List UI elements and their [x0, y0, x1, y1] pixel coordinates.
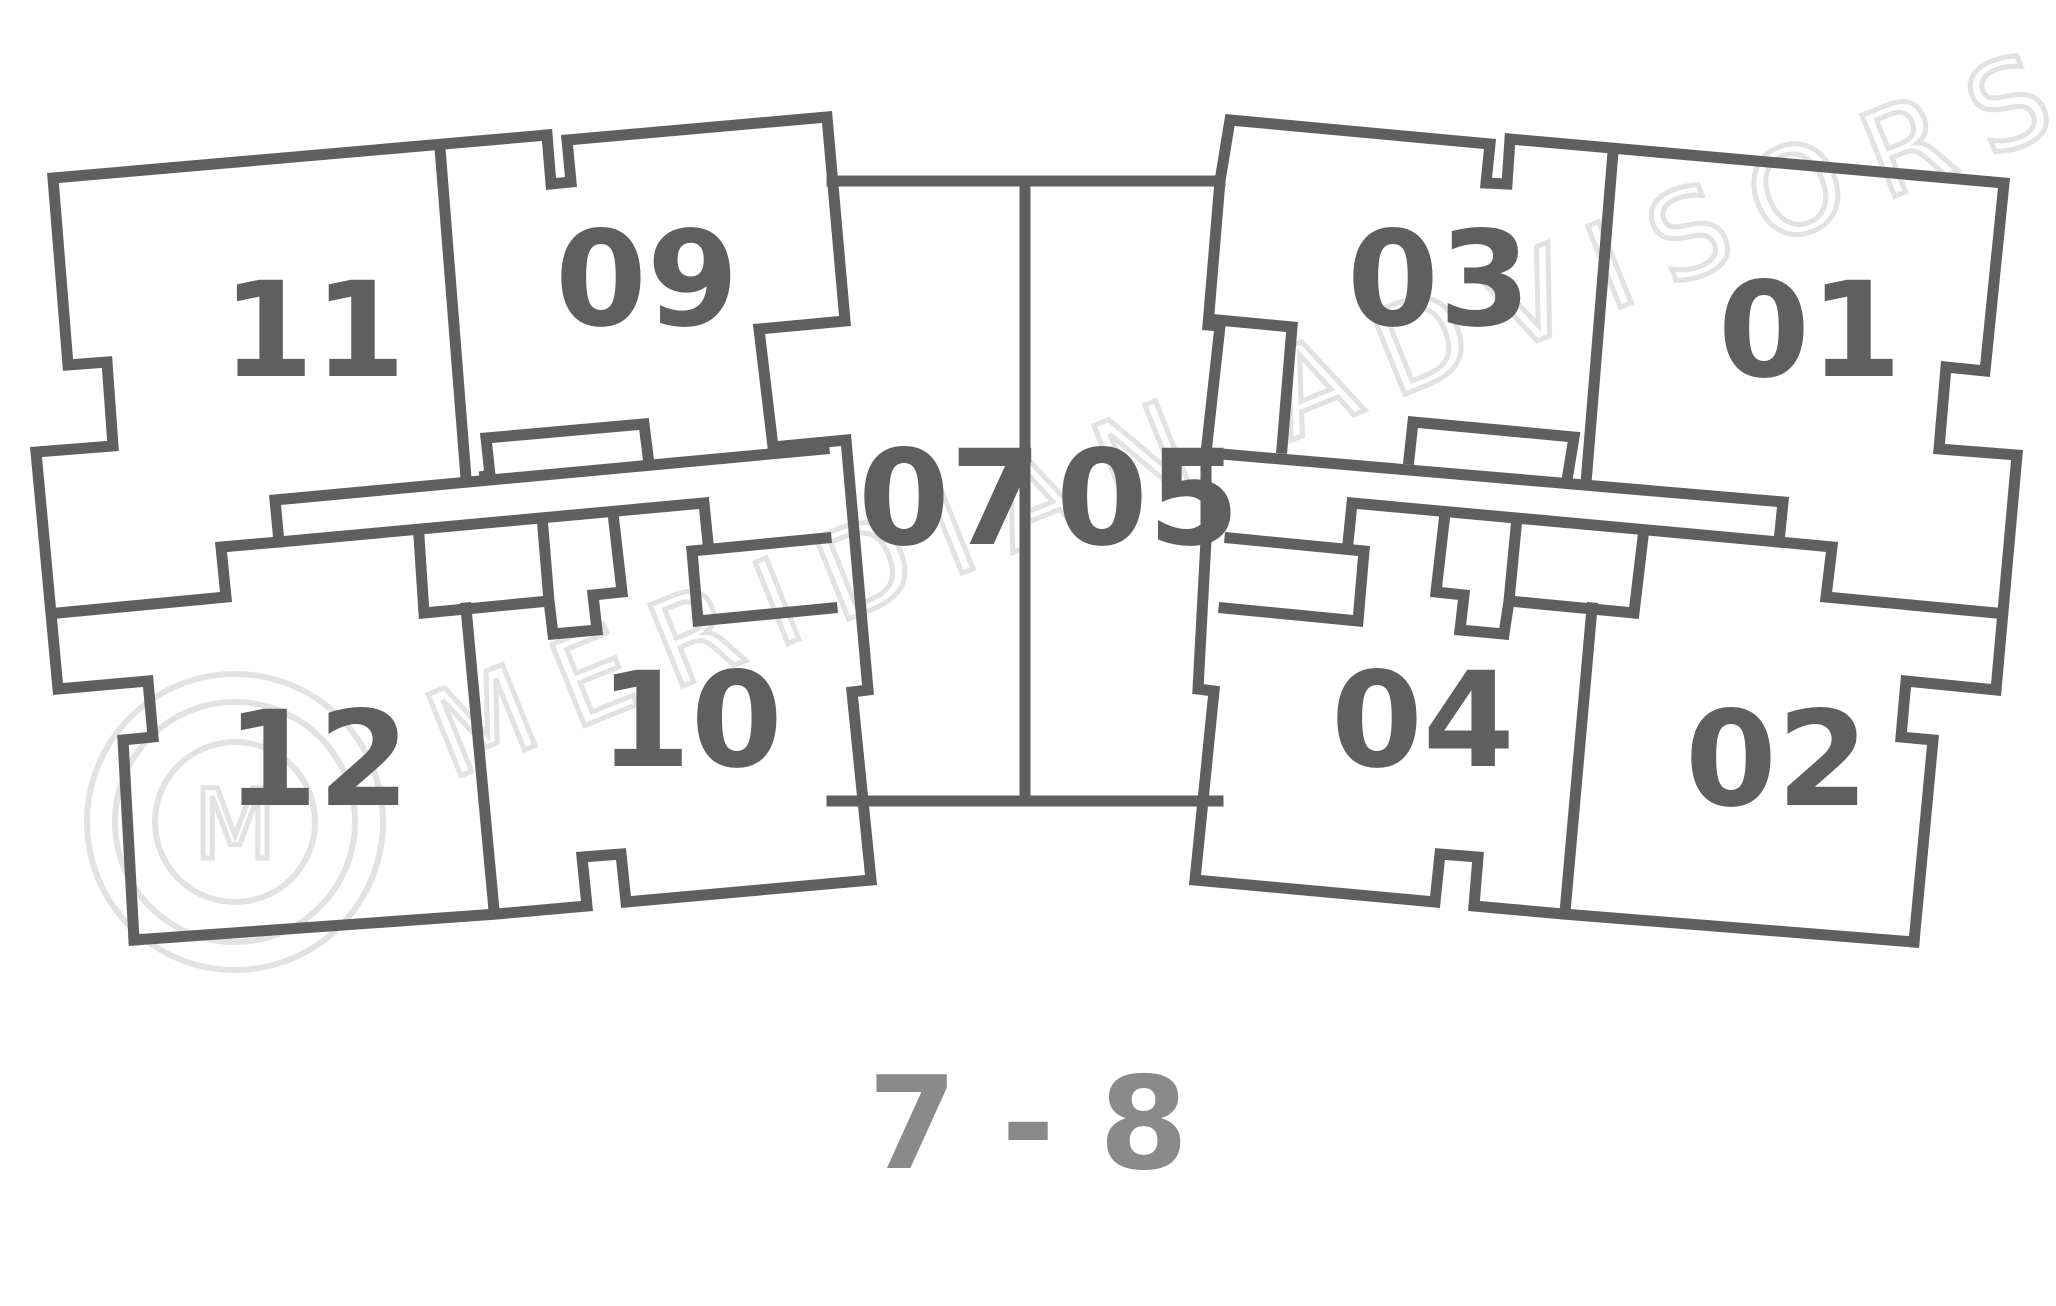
- unit-label-09: 09: [555, 203, 739, 357]
- unit-label-10: 10: [599, 644, 783, 798]
- watermark-logo-letter: M: [194, 769, 277, 881]
- floor-range-label: 7 - 8: [868, 1050, 1188, 1199]
- unit-11-walls: [30, 129, 553, 946]
- unit-04-walls: [1188, 175, 1920, 948]
- unit-label-12: 12: [226, 683, 410, 837]
- unit-03-01-divider: [1580, 146, 1619, 489]
- unit-label-11: 11: [222, 254, 406, 408]
- west-corridor-upper: [52, 443, 830, 619]
- unit-label-07: 07: [858, 422, 1042, 576]
- unit-04-02-divider: [1559, 602, 1598, 918]
- unit-10-12-divider: [460, 602, 500, 916]
- walls: [30, 111, 2023, 948]
- unit-labels: 11 09 07 05 03 01 12 10 04 02: [222, 203, 1902, 837]
- unit-11-09-divider: [434, 142, 472, 484]
- unit-09-walls: [128, 111, 878, 946]
- unit-10-balcony: [685, 531, 839, 628]
- unit-label-03: 03: [1347, 203, 1531, 357]
- unit-10-upper: [413, 515, 629, 640]
- unit-label-05: 05: [1056, 422, 1240, 576]
- core-outline: [826, 175, 1226, 807]
- watermark-logo: M: [84, 671, 386, 973]
- unit-label-02: 02: [1685, 683, 1869, 837]
- unit-04-balcony: [1217, 531, 1371, 628]
- east-corridor-upper: [1204, 447, 2002, 619]
- unit-04-upper: [1429, 515, 1650, 640]
- unit-label-04: 04: [1331, 644, 1515, 798]
- unit-label-01: 01: [1718, 254, 1902, 408]
- west-corridor-lower: [273, 497, 715, 550]
- unit-03-walls: [1213, 114, 2023, 948]
- east-corridor-lower: [1341, 497, 1785, 550]
- unit-03-balcony: [1212, 314, 1581, 481]
